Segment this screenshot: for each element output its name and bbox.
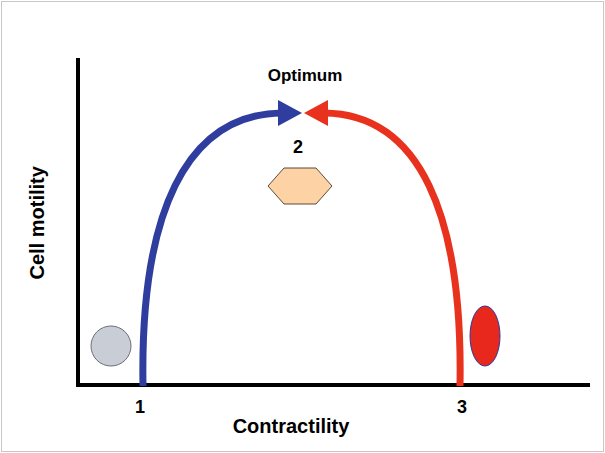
round-cell — [91, 326, 131, 366]
hexagon-cell — [268, 168, 332, 204]
x-axis — [76, 383, 590, 387]
label-holder: Cell motility — [26, 165, 48, 280]
callout-number: 2 — [293, 138, 305, 158]
optimum-label: Optimum — [268, 67, 344, 86]
blue-arrowhead — [278, 100, 302, 126]
axis-title: Cell motility — [26, 165, 48, 280]
blue-arc-arrow — [143, 113, 282, 386]
label-holder: Optimum — [268, 67, 344, 86]
label-holder: 2 — [293, 138, 305, 158]
red-arc-arrow — [324, 113, 460, 386]
y-axis — [76, 58, 80, 386]
elongated-cell — [470, 306, 500, 366]
axis-title: Contractility — [233, 415, 351, 437]
red-arrowhead — [304, 100, 328, 126]
label-holder: 1 — [135, 398, 147, 418]
label-holder: Contractility — [233, 415, 351, 437]
callout-number: 3 — [457, 398, 469, 418]
callout-number: 1 — [135, 398, 147, 418]
label-holder: 3 — [457, 398, 469, 418]
